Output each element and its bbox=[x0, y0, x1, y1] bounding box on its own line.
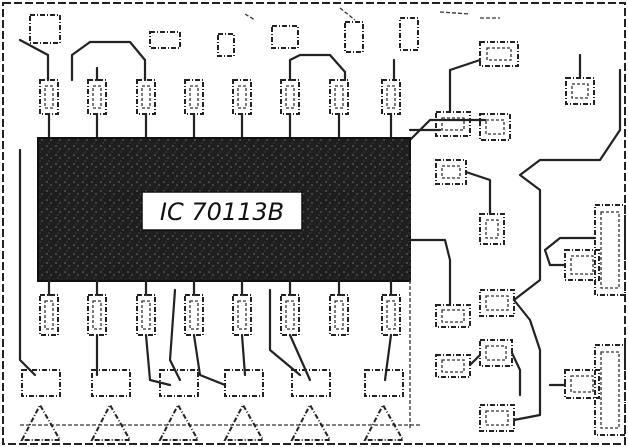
bottom-traces bbox=[18, 148, 420, 430]
ic-label-text: IC 70113B bbox=[160, 198, 284, 226]
right-side-pads bbox=[435, 41, 626, 436]
bottom-diamond-pads bbox=[20, 369, 405, 441]
bottom-pin-pads bbox=[39, 294, 401, 336]
top-scratch-marks bbox=[244, 7, 500, 21]
top-small-pads bbox=[29, 14, 419, 57]
right-side-traces bbox=[408, 53, 622, 422]
bottom-pin-legs bbox=[47, 279, 393, 297]
top-traces bbox=[18, 38, 487, 142]
ic-label-box: IC 70113B bbox=[141, 191, 303, 231]
top-pin-pads bbox=[39, 79, 401, 115]
top-pin-legs bbox=[47, 112, 393, 140]
